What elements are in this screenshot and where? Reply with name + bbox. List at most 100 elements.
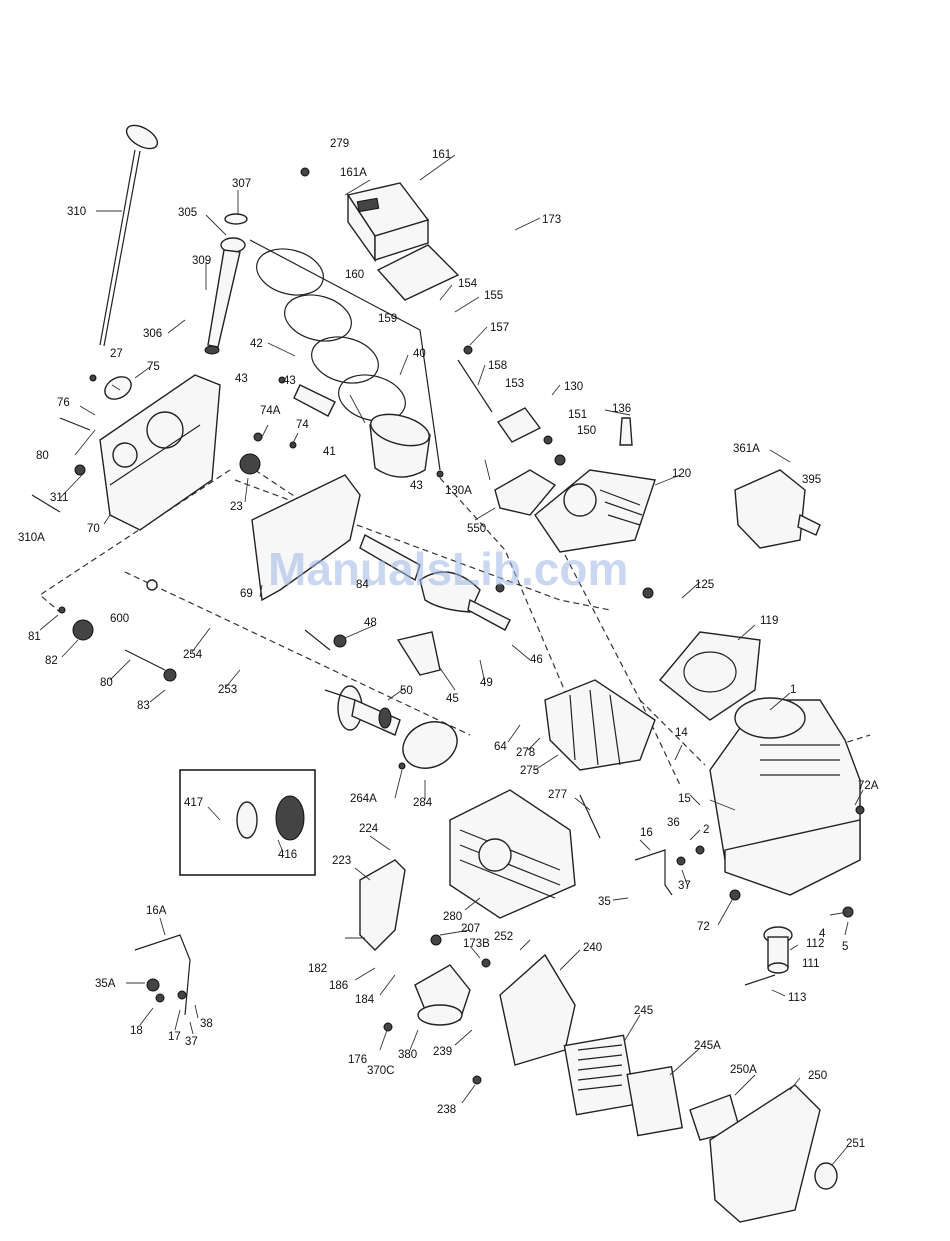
pre-filter	[626, 1065, 684, 1137]
part-label-layer: 279 161 161A 307 305 310 173 309 160 159…	[18, 138, 879, 1150]
part-label-253: 253	[218, 684, 237, 696]
part-label-43c: 43	[283, 375, 296, 387]
hardware-fasteners	[31, 167, 865, 1085]
part-label-254: 254	[183, 649, 203, 661]
part-label-150: 150	[577, 425, 596, 437]
crankcase-cover	[99, 374, 221, 531]
spark-plug	[619, 417, 633, 446]
part-label-310: 310	[67, 206, 86, 218]
connecting-rod	[396, 631, 441, 676]
part-label-119: 119	[760, 615, 778, 627]
air-filter	[563, 1034, 637, 1116]
part-label-81: 81	[28, 631, 41, 643]
part-label-14: 14	[675, 727, 688, 739]
gasket-bore	[683, 651, 737, 693]
part-label-45: 45	[446, 693, 459, 705]
part-label-160: 160	[345, 269, 364, 281]
part-label-80b: 80	[100, 677, 113, 689]
part-label-550: 550	[467, 523, 486, 535]
part-label-46: 46	[530, 654, 543, 666]
carburetor	[414, 964, 471, 1026]
part-label-48: 48	[364, 617, 377, 629]
part-label-395: 395	[802, 474, 821, 486]
part-label-245A: 245A	[694, 1040, 721, 1052]
part-label-207: 207	[461, 923, 480, 935]
part-label-310A: 310A	[18, 532, 45, 544]
part-label-380: 380	[398, 1049, 417, 1061]
part-label-70: 70	[87, 523, 100, 535]
breather-hose	[439, 231, 541, 296]
inset-label-416: 416	[278, 849, 297, 861]
part-label-15: 15	[678, 793, 691, 805]
push-rod	[457, 359, 493, 413]
part-label-72: 72	[697, 921, 710, 933]
part-label-23: 23	[230, 501, 243, 513]
part-label-238: 238	[437, 1104, 456, 1116]
part-label-161A: 161A	[340, 167, 367, 179]
part-label-361A: 361A	[733, 443, 760, 455]
part-label-306: 306	[143, 328, 162, 340]
part-label-17: 17	[168, 1031, 181, 1043]
part-label-173B: 173B	[463, 938, 490, 950]
intake-manifold	[359, 859, 406, 951]
part-label-278: 278	[516, 747, 535, 759]
part-label-125: 125	[695, 579, 714, 591]
part-label-153: 153	[505, 378, 524, 390]
part-label-252: 252	[494, 931, 513, 943]
part-label-158: 158	[488, 360, 507, 372]
part-label-182: 182	[308, 963, 327, 975]
part-label-151: 151	[568, 409, 587, 421]
part-label-223: 223	[332, 855, 351, 867]
part-label-37: 37	[678, 880, 691, 892]
part-label-279: 279	[330, 138, 349, 150]
part-label-154: 154	[458, 278, 478, 290]
part-label-280: 280	[443, 911, 462, 923]
part-label-82: 82	[45, 655, 58, 667]
governor-link	[634, 849, 673, 896]
part-label-84: 84	[356, 579, 369, 591]
part-label-16A: 16A	[146, 905, 167, 917]
part-label-136: 136	[612, 403, 631, 415]
crankcase-gasket	[251, 474, 361, 602]
part-label-157: 157	[490, 322, 509, 334]
governor-lever	[134, 934, 191, 1016]
camshaft	[337, 685, 401, 736]
inset-box	[179, 769, 316, 876]
part-label-75: 75	[147, 361, 160, 373]
part-label-130A: 130A	[445, 485, 472, 497]
air-cleaner-base	[499, 953, 576, 1066]
part-label-41: 41	[323, 446, 336, 458]
part-label-224: 224	[359, 823, 379, 835]
piston-rings	[249, 239, 441, 471]
crankshaft	[359, 534, 511, 631]
part-label-16: 16	[640, 827, 653, 839]
part-label-120: 120	[672, 468, 691, 480]
part-label-2: 2	[703, 824, 709, 836]
part-label-240: 240	[583, 942, 602, 954]
part-label-112: 112	[806, 938, 824, 950]
part-label-159: 159	[378, 313, 397, 325]
counterweight	[402, 721, 458, 769]
intake-adapter	[494, 469, 557, 516]
part-label-275: 275	[520, 765, 539, 777]
part-label-250A: 250A	[730, 1064, 757, 1076]
part-label-370C: 370C	[367, 1065, 395, 1077]
leader-lines	[39, 154, 864, 1166]
part-label-111: 111	[802, 958, 819, 970]
rocker-bracket	[496, 407, 542, 443]
part-label-113: 113	[788, 992, 806, 1004]
part-label-284: 284	[413, 797, 433, 809]
crankcase	[709, 697, 861, 896]
part-label-4: 4	[819, 928, 826, 940]
cylinder-head-gasket	[659, 631, 761, 721]
part-label-130: 130	[564, 381, 583, 393]
part-label-42: 42	[250, 338, 263, 350]
part-label-72A: 72A	[858, 780, 879, 792]
part-label-311: 311	[50, 492, 68, 504]
piston	[293, 384, 431, 478]
part-label-161: 161	[432, 149, 451, 161]
part-label-245: 245	[634, 1005, 653, 1017]
part-label-35A: 35A	[95, 978, 116, 990]
air-cleaner-knob	[814, 1162, 838, 1190]
